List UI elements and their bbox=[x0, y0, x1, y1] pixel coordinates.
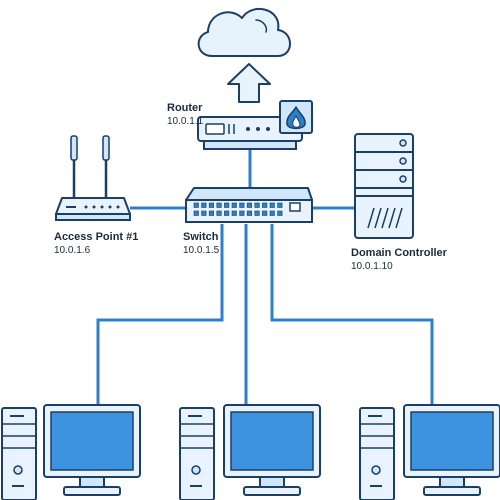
switch-name: Switch bbox=[183, 231, 219, 243]
router-icon bbox=[197, 116, 303, 150]
up-arrow-icon bbox=[227, 63, 271, 103]
workstation-center-desktop-computer-icon bbox=[179, 404, 321, 500]
server-icon bbox=[354, 133, 414, 239]
domain-controller-name: Domain Controller bbox=[351, 247, 448, 259]
access-point-name: Access Point #1 bbox=[54, 231, 138, 243]
workstation-right-desktop-computer-icon bbox=[359, 404, 500, 500]
firewall-flame-icon bbox=[279, 100, 313, 134]
router-name: Router bbox=[167, 102, 203, 114]
link-switch-workstation-right bbox=[270, 224, 434, 405]
access-point-ip: 10.0.1.6 bbox=[54, 245, 91, 256]
cloud-icon bbox=[197, 8, 291, 57]
workstation-left-desktop-computer-icon bbox=[1, 404, 141, 500]
switch-icon bbox=[185, 187, 313, 223]
router-ip: 10.0.1.1 bbox=[167, 116, 204, 127]
switch-ip: 10.0.1.5 bbox=[183, 245, 220, 256]
wireless-access-point-icon bbox=[55, 135, 131, 221]
connections bbox=[96, 150, 434, 405]
link-switch-workstation-left bbox=[96, 224, 224, 405]
domain-controller-ip: 10.0.1.10 bbox=[351, 261, 393, 272]
